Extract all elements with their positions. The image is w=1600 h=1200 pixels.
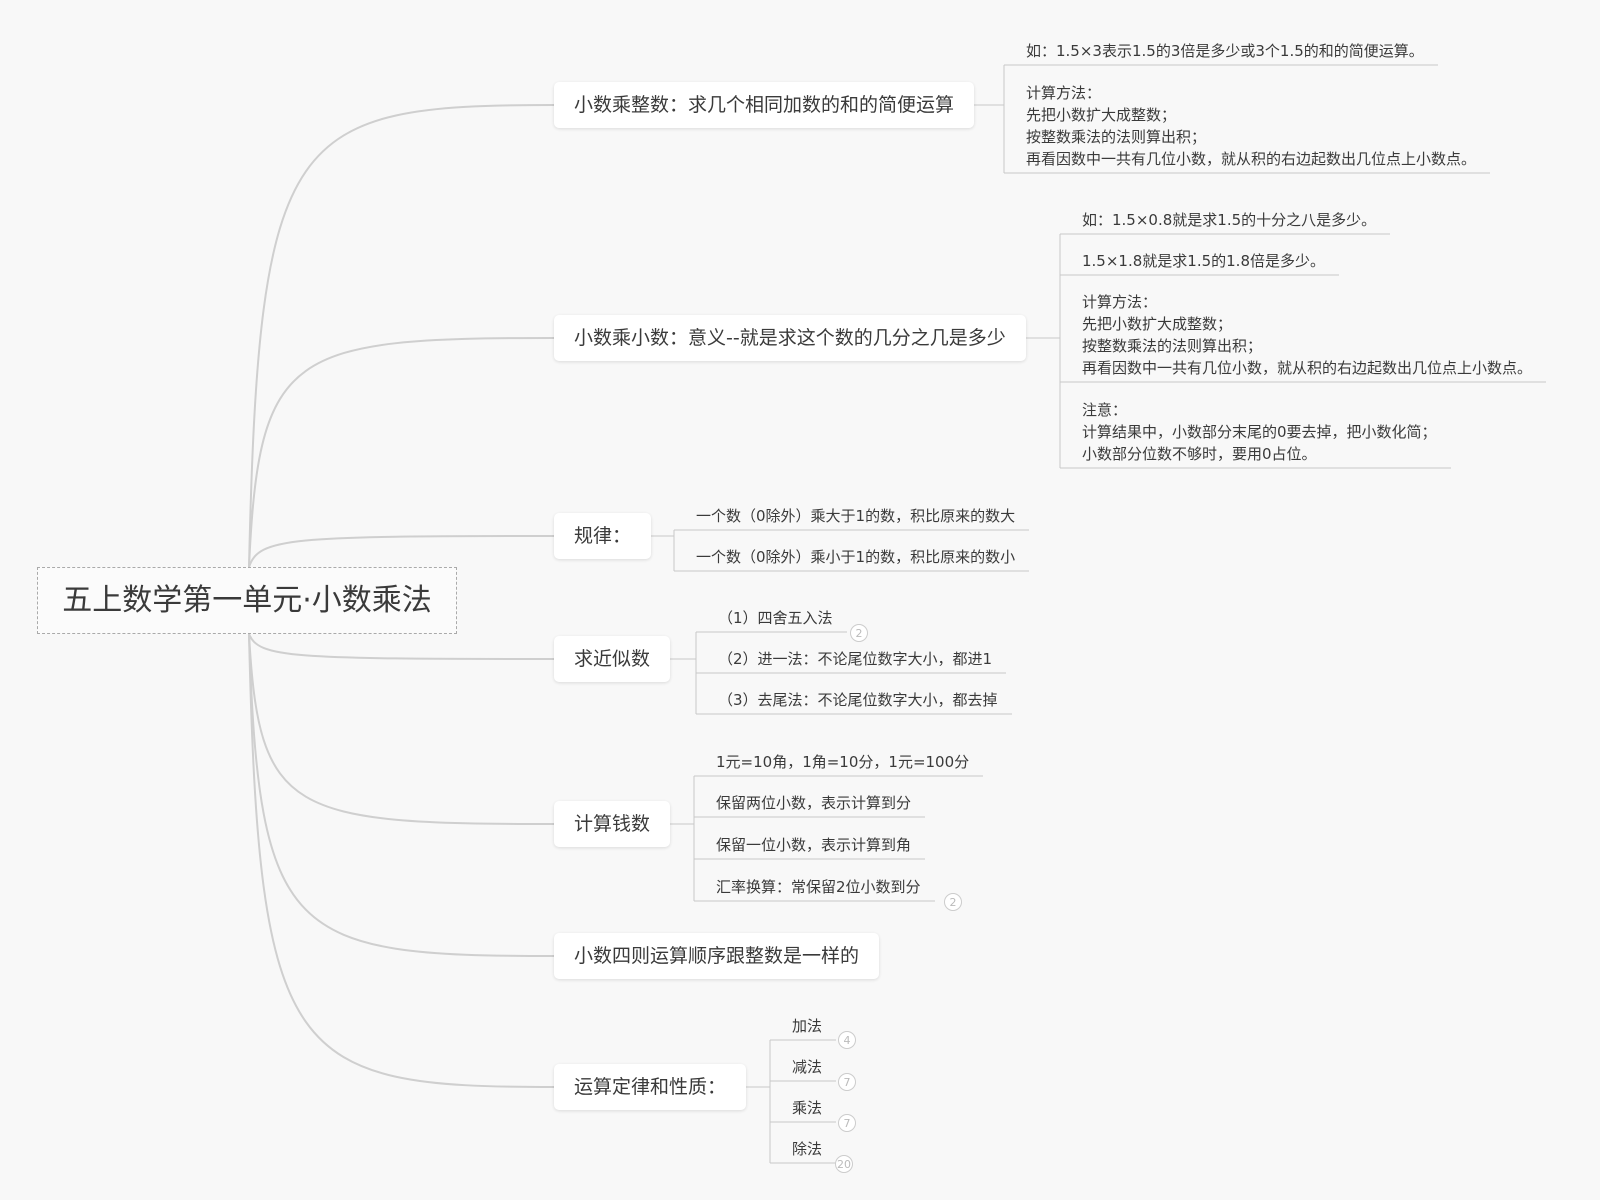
note-line: 按整数乘法的法则算出积； <box>1082 337 1263 355</box>
note-line: （2）进一法：不论尾位数字大小，都进1 <box>718 650 993 668</box>
note-two-decimals[interactable]: 保留两位小数，表示计算到分 <box>716 792 911 814</box>
note-attention[interactable]: 注意： 计算结果中，小数部分末尾的0要去掉，把小数化简； 小数部分位数不够时，要… <box>1082 399 1437 465</box>
note-line: 保留两位小数，表示计算到分 <box>716 794 912 812</box>
branch-topic-money[interactable]: 计算钱数 <box>554 801 671 847</box>
root-topic[interactable]: 五上数学第一单元·小数乘法 <box>37 567 457 634</box>
note-method[interactable]: 计算方法： 先把小数扩大成整数； 按整数乘法的法则算出积； 再看因数中一共有几位… <box>1082 291 1532 379</box>
collapsed-count-badge[interactable]: 7 <box>838 1073 856 1091</box>
note-example[interactable]: 如：1.5×3表示1.5的3倍是多少或3个1.5的和的简便运算。 <box>1026 40 1424 62</box>
note-line: 汇率换算：常保留2位小数到分 <box>716 878 921 896</box>
note-line: 按整数乘法的法则算出积； <box>1026 128 1207 146</box>
note-line: 1元=10角，1角=10分，1元=100分 <box>716 753 970 771</box>
note-round-up[interactable]: （2）进一法：不论尾位数字大小，都进1 <box>718 648 992 670</box>
note-one-decimal[interactable]: 保留一位小数，表示计算到角 <box>716 834 911 856</box>
note-division[interactable]: 除法 <box>792 1138 822 1160</box>
note-subtraction[interactable]: 减法 <box>792 1056 822 1078</box>
note-line: 先把小数扩大成整数； <box>1026 106 1177 124</box>
branch-connector <box>248 633 555 660</box>
note-rule[interactable]: 一个数（0除外）乘大于1的数，积比原来的数大 <box>696 505 1015 527</box>
note-line: 如：1.5×0.8就是求1.5的十分之八是多少。 <box>1082 211 1377 229</box>
branch-topic-decimal-times-integer[interactable]: 小数乘整数：求几个相同加数的和的简便运算 <box>554 82 975 128</box>
note-method[interactable]: 计算方法： 先把小数扩大成整数； 按整数乘法的法则算出积； 再看因数中一共有几位… <box>1026 82 1476 170</box>
branch-topic-rules[interactable]: 规律： <box>554 513 652 559</box>
branch-topic-decimal-times-decimal[interactable]: 小数乘小数：意义--就是求这个数的几分之几是多少 <box>554 315 1026 361</box>
branch-connector <box>248 633 555 957</box>
note-line: 小数部分位数不够时，要用0占位。 <box>1082 445 1317 463</box>
note-line: 计算方法： <box>1082 293 1158 311</box>
branch-connector <box>248 633 555 1088</box>
note-line: 计算结果中，小数部分末尾的0要去掉，把小数化简； <box>1082 423 1437 441</box>
note-line: 再看因数中一共有几位小数，就从积的右边起数出几位点上小数点。 <box>1082 359 1533 377</box>
note-line: 除法 <box>792 1140 823 1158</box>
collapsed-count-badge[interactable]: 20 <box>835 1155 853 1173</box>
note-line: （1）四舍五入法 <box>718 609 833 627</box>
note-line: 1.5×1.8就是求1.5的1.8倍是多少。 <box>1082 252 1325 270</box>
note-rule[interactable]: 一个数（0除外）乘小于1的数，积比原来的数小 <box>696 546 1015 568</box>
note-line: （3）去尾法：不论尾位数字大小，都去掉 <box>718 691 998 709</box>
note-line: 一个数（0除外）乘大于1的数，积比原来的数大 <box>696 507 1016 525</box>
branch-topic-laws-and-properties[interactable]: 运算定律和性质： <box>554 1064 747 1110</box>
note-line: 如：1.5×3表示1.5的3倍是多少或3个1.5的和的简便运算。 <box>1026 42 1424 60</box>
note-line: 一个数（0除外）乘小于1的数，积比原来的数小 <box>696 548 1016 566</box>
note-line: 先把小数扩大成整数； <box>1082 315 1233 333</box>
note-example[interactable]: 如：1.5×0.8就是求1.5的十分之八是多少。 <box>1082 209 1376 231</box>
branch-topic-order-of-operations[interactable]: 小数四则运算顺序跟整数是一样的 <box>554 933 880 979</box>
note-line: 保留一位小数，表示计算到角 <box>716 836 912 854</box>
branch-connector <box>248 337 555 568</box>
branch-topic-approximation[interactable]: 求近似数 <box>554 636 671 682</box>
note-money-units[interactable]: 1元=10角，1角=10分，1元=100分 <box>716 751 969 773</box>
note-line: 减法 <box>792 1058 823 1076</box>
note-rounding[interactable]: （1）四舍五入法 <box>718 607 833 629</box>
collapsed-count-badge[interactable]: 2 <box>944 893 962 911</box>
collapsed-count-badge[interactable]: 7 <box>838 1114 856 1132</box>
branch-connector <box>248 633 555 825</box>
branch-connector <box>248 104 555 568</box>
note-line: 计算方法： <box>1026 84 1102 102</box>
note-example[interactable]: 1.5×1.8就是求1.5的1.8倍是多少。 <box>1082 250 1325 272</box>
note-multiplication[interactable]: 乘法 <box>792 1097 822 1119</box>
collapsed-count-badge[interactable]: 4 <box>838 1031 856 1049</box>
branch-connector <box>248 535 555 568</box>
note-addition[interactable]: 加法 <box>792 1015 822 1037</box>
note-exchange-rate[interactable]: 汇率换算：常保留2位小数到分 <box>716 876 921 898</box>
note-line: 加法 <box>792 1017 823 1035</box>
note-line: 乘法 <box>792 1099 823 1117</box>
collapsed-count-badge[interactable]: 2 <box>850 624 868 642</box>
note-truncate[interactable]: （3）去尾法：不论尾位数字大小，都去掉 <box>718 689 998 711</box>
note-line: 再看因数中一共有几位小数，就从积的右边起数出几位点上小数点。 <box>1026 150 1477 168</box>
note-line: 注意： <box>1082 401 1128 419</box>
